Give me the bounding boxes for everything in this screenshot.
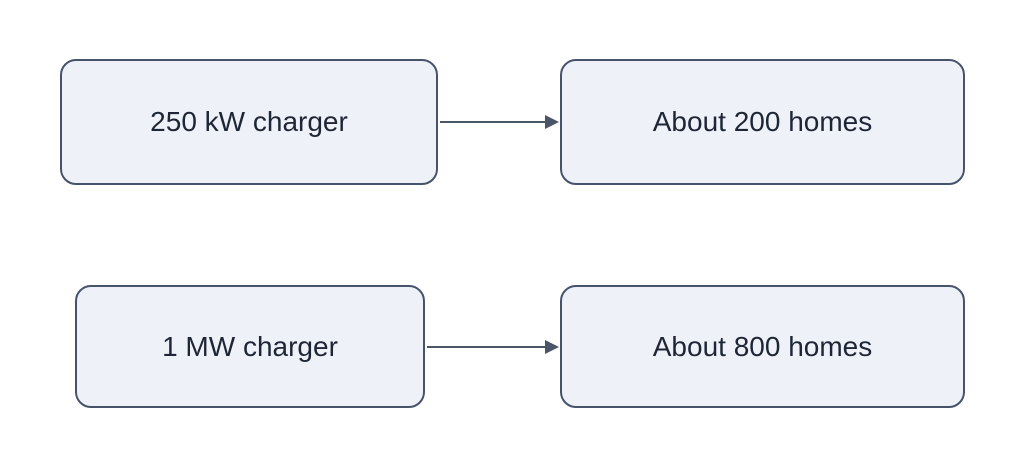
node-label: 1 MW charger [162, 330, 338, 362]
arrow-head-icon [545, 340, 559, 354]
node-label: About 200 homes [652, 106, 873, 138]
node-about-800-homes: About 800 homes [560, 285, 965, 408]
node-about-200-homes: About 200 homes [560, 59, 965, 185]
arrow-head-icon [545, 115, 559, 129]
node-250kw-charger: 250 kW charger [60, 59, 438, 185]
arrow-250kw-to-200-homes [440, 115, 559, 129]
arrow-1mw-to-800-homes [427, 340, 559, 354]
node-label: About 800 homes [652, 330, 873, 362]
node-1mw-charger: 1 MW charger [75, 285, 425, 408]
node-label: 250 kW charger [150, 106, 348, 138]
